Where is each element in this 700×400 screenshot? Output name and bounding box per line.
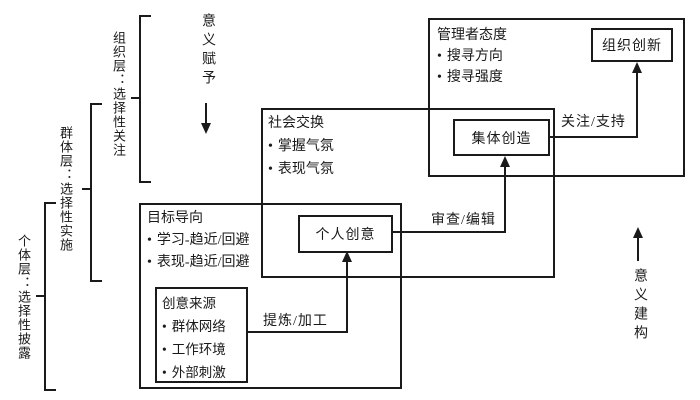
bracket-tick — [139, 15, 151, 17]
refine-arrow-line — [346, 260, 348, 333]
label-organization-level: 组织层：选择性关注 — [111, 31, 126, 157]
bullet-text: 掌握气氛 — [277, 139, 334, 154]
arrow-up-icon — [632, 62, 642, 73]
label-meaning-giving: 意义赋予 — [200, 13, 215, 89]
refine-arrow-line — [248, 331, 348, 333]
support-arrow-line — [636, 70, 638, 138]
bullet-text: 学习-趋近/回避 — [156, 233, 250, 248]
support-arrow-line — [550, 136, 638, 138]
bracket-nub — [36, 295, 44, 297]
bracket-tick — [139, 181, 151, 183]
bracket-line — [90, 103, 92, 282]
bullet-item: • 表现气氛 — [268, 158, 334, 181]
bullet-icon: • — [437, 49, 442, 64]
bracket-nub — [131, 97, 139, 99]
manager-attitude-box — [428, 18, 685, 177]
arrow-up-icon — [342, 251, 352, 262]
bracket-line — [139, 15, 141, 183]
idea-sources-box — [155, 287, 248, 383]
bullet-icon: • — [147, 233, 152, 248]
review-arrow-line — [393, 231, 506, 233]
label-meaning-construction: 意义建构 — [632, 268, 647, 344]
bullet-item: • 表现-趋近/回避 — [147, 252, 249, 274]
bullet-icon: • — [268, 139, 273, 154]
personal-idea-box: 个人创意 — [298, 215, 393, 253]
organizational-innovation-box: 组织创新 — [591, 28, 673, 62]
goal-orientation-box — [139, 203, 402, 389]
arrow-up-icon — [633, 227, 643, 238]
goal-orientation-title: 目标导向 — [147, 211, 203, 226]
arrow-up-icon — [500, 156, 510, 167]
label-individual-level: 个体层：选择性披露 — [16, 234, 31, 360]
bullet-item: • 搜寻方向 — [437, 46, 507, 67]
review-arrow-line — [504, 164, 506, 233]
bullet-text: 表现气氛 — [277, 162, 334, 177]
meaning-giving-arrow-line — [205, 103, 207, 125]
bullet-item: • 学习-趋近/回避 — [147, 230, 249, 252]
manager-attitude-text: 管理者态度 • 搜寻方向 • 搜寻强度 — [437, 25, 507, 88]
bracket-tick — [44, 202, 56, 204]
bracket-line — [44, 202, 46, 391]
bullet-icon: • — [147, 255, 152, 270]
bullet-item: • 外部刺激 — [162, 361, 226, 384]
bracket-tick — [90, 280, 102, 282]
bullet-icon: • — [437, 70, 442, 85]
refine-arrow-label: 提炼/加工 — [263, 314, 328, 329]
bullet-item: • 掌握气氛 — [268, 135, 334, 158]
arrow-down-icon — [201, 123, 211, 134]
bracket-nub — [82, 188, 90, 190]
bullet-text: 外部刺激 — [171, 365, 226, 380]
bullet-item: • 搜寻强度 — [437, 67, 507, 88]
bullet-text: 群体网络 — [171, 319, 226, 334]
collective-creation-box: 集体创造 — [453, 119, 550, 156]
bullet-icon: • — [162, 365, 167, 380]
social-exchange-title: 社会交换 — [268, 116, 324, 131]
idea-sources-text: 创意来源 • 群体网络 • 工作环境 • 外部刺激 — [162, 292, 226, 384]
review-arrow-label: 审查/编辑 — [431, 213, 496, 228]
bullet-text: 表现-趋近/回避 — [156, 255, 250, 270]
social-exchange-text: 社会交换 • 掌握气氛 • 表现气氛 — [268, 112, 334, 181]
idea-sources-title: 创意来源 — [162, 296, 216, 311]
social-exchange-box — [261, 108, 555, 278]
bullet-text: 搜寻强度 — [446, 70, 503, 85]
bullet-text: 工作环境 — [171, 342, 226, 357]
bullet-icon: • — [268, 162, 273, 177]
support-arrow-label: 关注/支持 — [561, 115, 626, 130]
bullet-icon: • — [162, 342, 167, 357]
meaning-construction-arrow-line — [637, 236, 639, 261]
bracket-tick — [44, 389, 56, 391]
manager-attitude-title: 管理者态度 — [437, 28, 507, 43]
bullet-item: • 工作环境 — [162, 338, 226, 361]
label-group-level: 群体层：选择性实施 — [58, 126, 73, 252]
bullet-text: 搜寻方向 — [446, 49, 503, 64]
bullet-icon: • — [162, 319, 167, 334]
bullet-item: • 群体网络 — [162, 315, 226, 338]
goal-orientation-text: 目标导向 • 学习-趋近/回避 • 表现-趋近/回避 — [147, 208, 249, 274]
bracket-tick — [90, 103, 102, 105]
